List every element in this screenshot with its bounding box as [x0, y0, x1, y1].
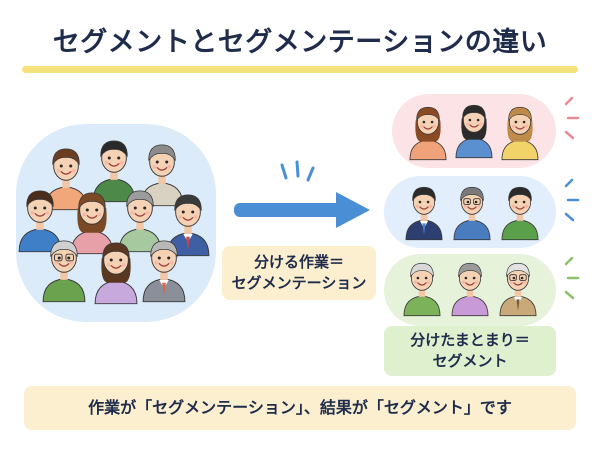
- person-icon: [453, 186, 491, 241]
- accent-dashes-pink: [564, 96, 580, 140]
- summary-banner: 作業が「セグメンテーション」、結果が「セグメント」です: [24, 386, 576, 430]
- segment-label: 分けたまとまり＝ セグメント: [384, 326, 556, 376]
- page-title: セグメントとセグメンテーションの違い: [52, 27, 548, 58]
- person-icon: [451, 262, 489, 317]
- person-icon: [166, 194, 210, 257]
- person-icon: [18, 190, 62, 253]
- crowd-illustration: [16, 124, 216, 322]
- group-seniors: [384, 254, 556, 326]
- person-icon: [42, 240, 86, 303]
- person-icon: [455, 104, 493, 159]
- segmentation-label: 分ける作業＝ セグメンテーション: [222, 246, 376, 300]
- person-icon: [94, 242, 138, 305]
- person-icon: [499, 262, 537, 317]
- segment-label-line2: セグメント: [432, 352, 508, 370]
- arrow-icon: [234, 160, 370, 228]
- segment-label-line1: 分けたまとまり＝: [410, 331, 530, 349]
- person-icon: [44, 148, 88, 211]
- person-icon: [403, 262, 441, 317]
- person-icon: [501, 186, 539, 241]
- segmentation-label-line2: セグメンテーション: [231, 274, 367, 292]
- group-middle-aged-men: [384, 176, 556, 248]
- person-icon: [501, 106, 539, 161]
- person-icon: [409, 106, 447, 161]
- person-icon: [92, 140, 136, 203]
- accent-dashes-blue: [564, 178, 580, 222]
- group-young-women: [392, 94, 556, 168]
- accent-dashes-green: [564, 256, 580, 300]
- person-icon: [142, 240, 186, 303]
- person-icon: [405, 186, 443, 241]
- title-underline: [22, 66, 578, 73]
- segmentation-label-line1: 分ける作業＝: [253, 253, 344, 271]
